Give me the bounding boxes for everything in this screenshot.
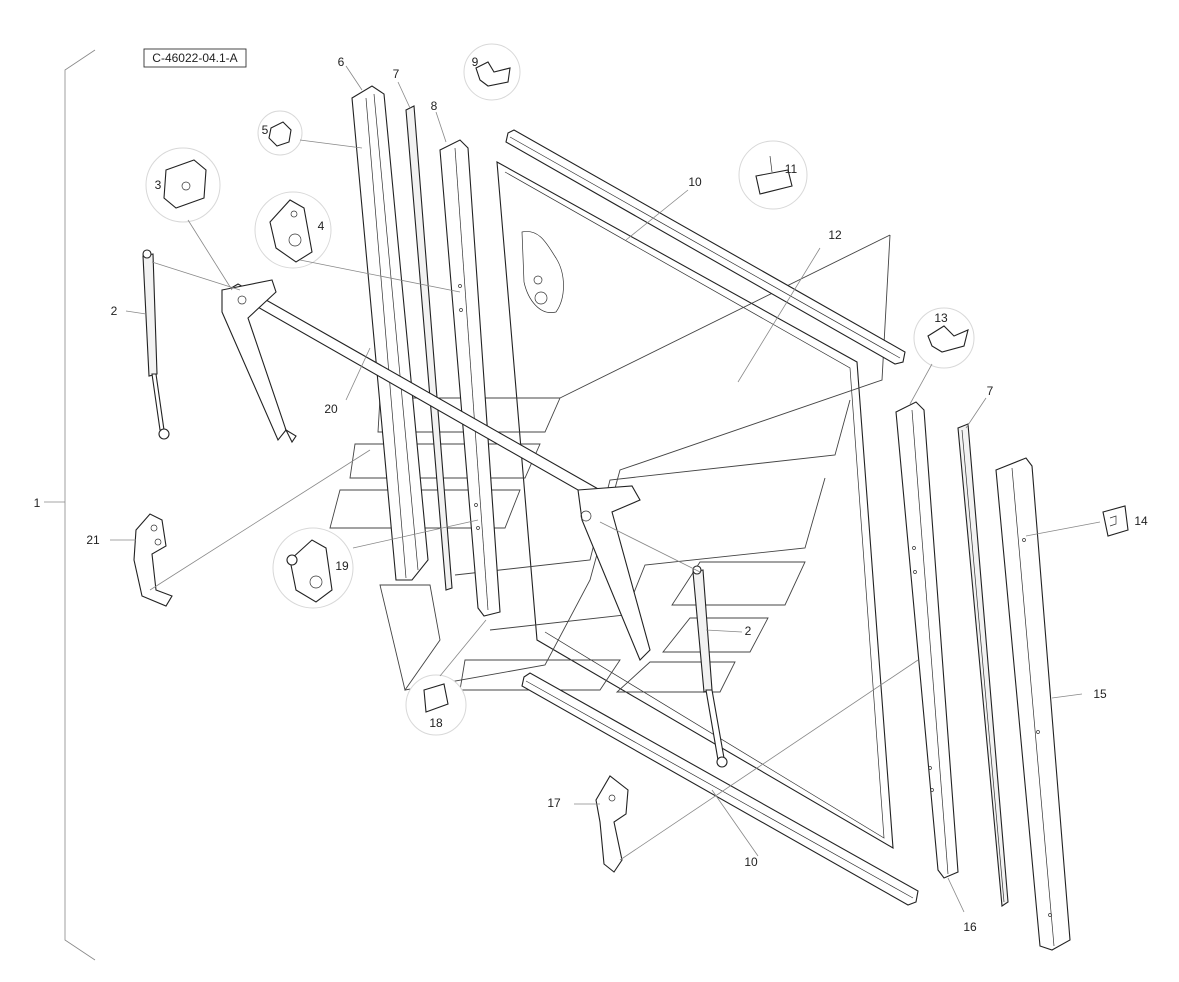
callout-5: 5 (262, 123, 269, 137)
callout-10-bottom: 10 (744, 855, 758, 869)
callout-8: 8 (431, 99, 438, 113)
callout-labels: 1 2 2 3 4 5 6 7 7 8 9 10 10 11 12 13 14 … (34, 55, 1148, 934)
detail-bubble-19 (272, 527, 354, 609)
detail-bubble-5 (257, 110, 303, 156)
callout-12: 12 (828, 228, 842, 242)
callout-4: 4 (318, 219, 325, 233)
callout-9: 9 (472, 55, 479, 69)
detail-bubble-14 (1102, 505, 1129, 537)
callout-15: 15 (1093, 687, 1107, 701)
reference-code-box: C-46022-04.1-A (143, 48, 247, 68)
detail-bubble-13 (913, 307, 975, 369)
detail-bubble-18 (405, 674, 467, 736)
hinge-profile (439, 139, 501, 617)
callout-2-left: 2 (111, 304, 118, 318)
left-rubber-seal (405, 105, 453, 591)
detail-bubble-4 (254, 191, 332, 269)
detail-bubble-3 (145, 147, 221, 223)
callout-13: 13 (934, 311, 948, 325)
right-rubber-seal (957, 423, 1009, 907)
callout-11: 11 (785, 162, 798, 176)
right-lever-arm (577, 485, 651, 661)
left-lever-arm (221, 279, 297, 444)
callout-18: 18 (429, 716, 443, 730)
callout-7-left: 7 (393, 67, 400, 81)
reference-code: C-46022-04.1-A (152, 51, 237, 65)
gas-strut-right (692, 565, 728, 768)
callout-20: 20 (324, 402, 338, 416)
door-frame-profile (995, 457, 1071, 951)
callout-17: 17 (547, 796, 561, 810)
left-frame-profile (351, 85, 429, 581)
callout-21: 21 (86, 533, 100, 547)
glass-panel (496, 161, 894, 850)
callout-7-right: 7 (987, 384, 994, 398)
callout-14: 14 (1134, 514, 1148, 528)
callout-3: 3 (155, 178, 162, 192)
assembly-bracket (64, 49, 96, 961)
latch-handle (595, 775, 629, 873)
callout-10-top: 10 (688, 175, 702, 189)
gas-strut-left (142, 249, 170, 440)
callout-6: 6 (338, 55, 345, 69)
bottom-seal-strip (521, 672, 919, 906)
leader-lines (110, 65, 1101, 913)
right-frame-profile (895, 401, 959, 879)
detail-bubble-11 (738, 140, 808, 210)
callout-16: 16 (963, 920, 977, 934)
grab-handle (133, 513, 173, 607)
callout-19: 19 (335, 559, 349, 573)
top-seal-strip (505, 129, 906, 365)
callout-1: 1 (34, 496, 41, 510)
callout-2-right: 2 (745, 624, 752, 638)
detail-bubble-9 (463, 43, 521, 101)
